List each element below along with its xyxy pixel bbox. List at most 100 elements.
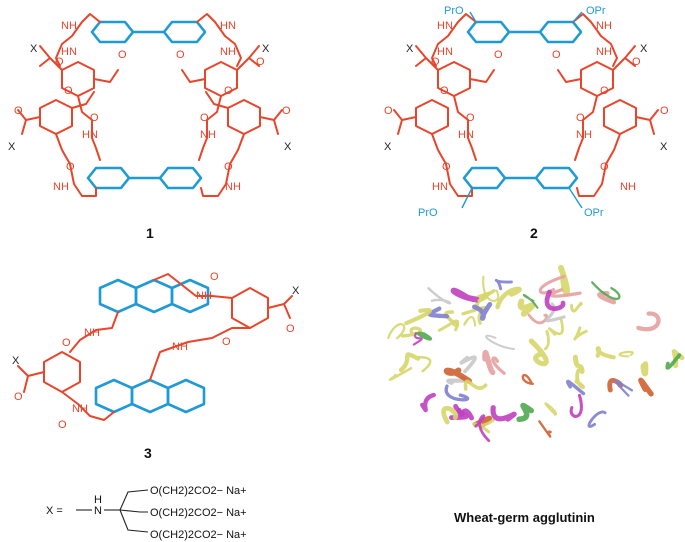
ribbon-strand xyxy=(516,402,535,423)
c1-label-hn-3: HN xyxy=(61,46,77,58)
c2-label-hn-1: HN xyxy=(437,20,453,32)
c3-label-o-3: O xyxy=(222,336,231,348)
ribbon-strand xyxy=(543,329,550,351)
c2-right-lower-ring xyxy=(603,99,637,135)
c1-label-o-4: O xyxy=(224,85,233,97)
c1-top-right-arene xyxy=(162,20,207,44)
c3-lower-anthracene xyxy=(94,378,206,414)
ribbon-strand xyxy=(572,354,585,374)
x-def-arm-2: O(CH2)2CO2− Na+ xyxy=(150,507,247,519)
c1-label-o-9: O xyxy=(55,56,64,68)
c1-label-hn-5: HN xyxy=(82,129,98,141)
ribbon-strand xyxy=(638,377,654,397)
compound-2-structure: PrO OPr PrO OPr HN NH HN NH O O O O O O … xyxy=(384,5,669,241)
ribbon-strand xyxy=(441,405,458,425)
ribbon-strand xyxy=(548,318,564,336)
c1-label-o-3: O xyxy=(64,85,73,97)
ribbon-strand xyxy=(522,294,539,309)
ribbon-strand xyxy=(463,316,477,327)
ribbon-strand xyxy=(472,418,495,434)
c1-right-upper-ring xyxy=(204,61,238,97)
ribbon-strand xyxy=(494,278,513,291)
x-def-arm-1: O(CH2)2CO2− Na+ xyxy=(150,485,247,497)
ribbon-strand xyxy=(474,414,491,443)
ribbon-strand xyxy=(490,405,517,422)
ribbon-strand xyxy=(417,331,433,341)
ribbon-strand xyxy=(485,334,515,350)
c3-label-o-1: O xyxy=(210,271,219,283)
x-equals-label: X = xyxy=(46,505,63,517)
ribbon-strand xyxy=(443,367,472,384)
ribbon-strand xyxy=(587,410,607,428)
c1-label-o-12: O xyxy=(282,105,291,117)
ribbon-strand xyxy=(461,305,486,325)
c2-label-x-3: X xyxy=(384,141,392,153)
x-def-n: N xyxy=(94,505,102,517)
ribbon-strand xyxy=(595,346,616,360)
c2-right-upper-ring xyxy=(580,61,614,97)
c2-label-o-2: O xyxy=(552,49,561,61)
c2-label-nh-1: NH xyxy=(596,20,612,32)
c3-label-nh-3: NH xyxy=(172,341,188,353)
c2-bottom-right-arene xyxy=(534,166,579,190)
ribbon-strand xyxy=(387,323,406,340)
c3-upper-anthracene xyxy=(98,278,210,314)
c1-label-nh-4: NH xyxy=(220,46,236,58)
c3-label-x-1: X xyxy=(12,355,20,367)
ribbon-strand xyxy=(565,379,586,396)
ribbon-strand xyxy=(450,287,480,303)
c2-label-o-6: O xyxy=(576,112,585,124)
c1-label-o-7: O xyxy=(66,161,75,173)
compound-1-structure: NH HN HN NH O O O O O O HN NH O O NH NH … xyxy=(8,13,292,241)
ribbon-strand xyxy=(569,393,583,418)
c3-label-o-6: O xyxy=(286,323,295,335)
c2-label-pro-2: PrO xyxy=(418,207,438,219)
c3-label-o-2: O xyxy=(62,337,71,349)
c2-label-o-4: O xyxy=(600,85,609,97)
compound-2-number: 2 xyxy=(530,225,538,241)
c1-label-nh-2: HN xyxy=(220,20,236,32)
ribbon-strand xyxy=(640,361,649,377)
ribbon-strand xyxy=(618,350,634,358)
c2-label-opr-1: OPr xyxy=(586,5,606,17)
c1-label-x-4: X xyxy=(284,141,292,153)
c3-right-ring xyxy=(231,287,269,329)
c3-label-nh-4: NH xyxy=(72,403,88,415)
compound-1-number: 1 xyxy=(146,225,154,241)
x-def-h: H xyxy=(94,494,102,506)
c2-label-o-1: O xyxy=(494,49,503,61)
ribbon-strand xyxy=(528,338,549,367)
ribbon-strand xyxy=(427,306,450,319)
c2-label-nh-4: NH xyxy=(620,181,636,193)
ribbon-strand xyxy=(491,356,506,375)
ribbon-strand xyxy=(400,326,422,338)
ribbon-strand xyxy=(463,379,488,391)
c2-label-o-8: O xyxy=(600,161,609,173)
c2-label-o-3: O xyxy=(440,85,449,97)
c2-label-o-5: O xyxy=(466,112,475,124)
ribbon-strand xyxy=(573,326,588,341)
x-substituent-definition: X = H N O(CH2)2CO2− Na+ O(CH2)2CO2− Na+ … xyxy=(46,485,247,541)
c1-label-o-8: O xyxy=(224,161,233,173)
c2-label-o-10: O xyxy=(632,56,641,68)
compound-3-structure: NH O NH O NH O NH O O O X X 3 xyxy=(12,271,300,461)
c2-label-hn-2: HN xyxy=(437,46,453,58)
c2-label-hn-3: HN xyxy=(458,129,474,141)
compound-3-number: 3 xyxy=(144,445,152,461)
c3-label-nh-1: NH xyxy=(196,290,212,302)
ribbon-strand xyxy=(574,368,585,390)
c2-label-nh-2: NH xyxy=(596,46,612,58)
c1-top-left-arene xyxy=(90,20,135,44)
c2-bottom-left-arene xyxy=(462,166,507,190)
protein-caption: Wheat-germ agglutinin xyxy=(454,510,595,525)
c2-label-x-4: X xyxy=(660,141,668,153)
c1-label-o-2: O xyxy=(176,49,185,61)
c1-label-x-1: X xyxy=(30,43,38,55)
ribbon-strand xyxy=(459,355,477,374)
c1-label-nh-8: NH xyxy=(225,181,241,193)
c2-label-o-11: O xyxy=(384,105,393,117)
c1-left-upper-ring xyxy=(61,61,95,97)
c2-left-lower-ring xyxy=(415,99,449,135)
c2-label-x-2: X xyxy=(640,43,648,55)
